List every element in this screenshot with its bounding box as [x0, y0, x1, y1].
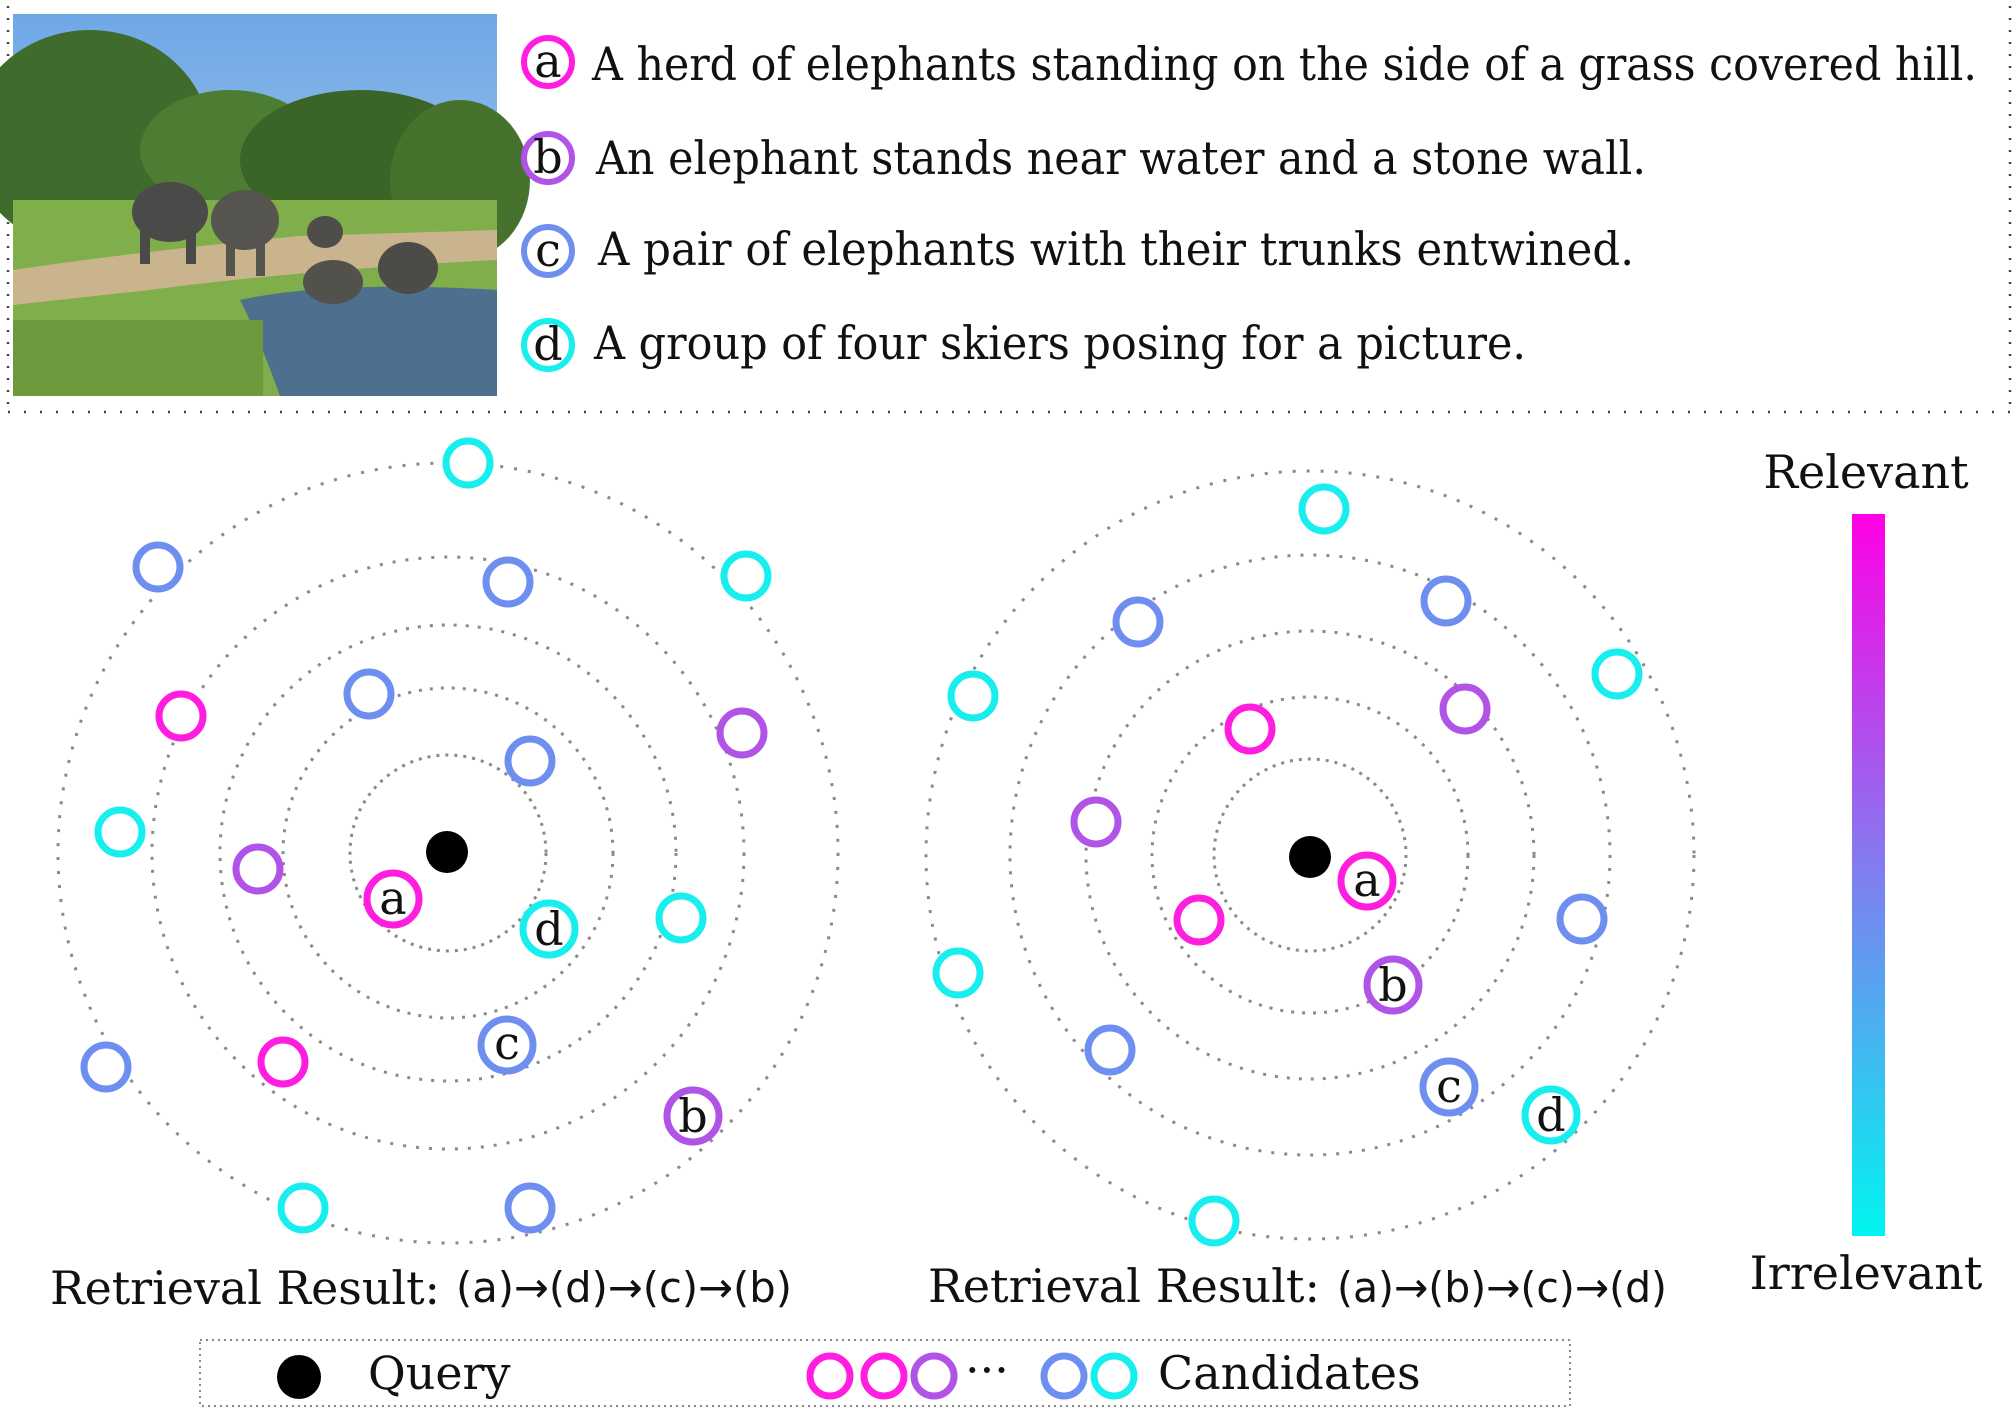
- left-cand-d: [94, 806, 146, 858]
- right-labeled-d: [1521, 1085, 1581, 1145]
- right-cand-b: [1439, 683, 1491, 735]
- legend-candidate-d: [1090, 1352, 1138, 1400]
- left-ring-5: [56, 461, 840, 1245]
- caption-letter-c: c: [535, 223, 561, 277]
- right-retrieval-result: Retrieval Result: (a)→(b)→(c)→(d): [928, 1259, 1667, 1313]
- left-ring-1: [348, 753, 548, 953]
- left-cand-a: [155, 690, 207, 742]
- right-cand-c: [1420, 575, 1472, 627]
- caption-text-d: A group of four skiers posing for a pict…: [593, 316, 1526, 370]
- left-cand-c: [504, 1182, 556, 1234]
- left-label-d: d: [534, 902, 563, 956]
- caption-badge-a: [521, 35, 575, 89]
- caption-text-c: A pair of elephants with their trunks en…: [597, 222, 1634, 276]
- elephants-photo: [0, 14, 530, 396]
- left-ring-4: [150, 555, 746, 1151]
- left-cand-d: [442, 437, 494, 489]
- right-cand-c: [1556, 893, 1608, 945]
- right-cand-d: [1591, 648, 1643, 700]
- legend-ellipsis: ···: [965, 1343, 1009, 1397]
- caption-badge-c: [521, 224, 575, 278]
- left-result-order: (a)→(d)→(c)→(b): [456, 1263, 792, 1312]
- right-labeled-c: [1419, 1057, 1479, 1117]
- left-labeled-c: [477, 1015, 537, 1075]
- left-embedding-space: a d c b: [56, 437, 840, 1245]
- right-cand-c: [1112, 596, 1164, 648]
- right-query-dot: [1289, 836, 1331, 878]
- legend-candidate-b1: [860, 1352, 908, 1400]
- left-cand-d: [720, 550, 772, 602]
- legend-box: [199, 1339, 1571, 1407]
- right-ring-1: [1212, 757, 1408, 953]
- left-cand-d: [277, 1182, 329, 1234]
- left-retrieval-result: Retrieval Result: (a)→(d)→(c)→(b): [50, 1261, 792, 1315]
- legend-query-dot: [277, 1355, 321, 1399]
- left-cand-c: [504, 735, 556, 787]
- left-labeled-b: [663, 1086, 723, 1146]
- right-cand-a: [1224, 703, 1276, 755]
- caption-row-b: b An elephant stands near water and a st…: [521, 130, 1646, 185]
- right-result-label: Retrieval Result:: [928, 1259, 1320, 1313]
- right-label-d: d: [1536, 1088, 1565, 1142]
- right-ring-4: [1008, 553, 1612, 1157]
- relevance-colorbar: Relevant Irrelevant: [1750, 445, 1983, 1300]
- left-cand-b: [716, 707, 768, 759]
- right-cand-a: [1173, 894, 1225, 946]
- right-cand-d: [1188, 1195, 1240, 1247]
- caption-letter-d: d: [533, 317, 562, 371]
- left-cand-a: [257, 1036, 309, 1088]
- right-cand-d: [1298, 483, 1350, 535]
- left-label-a: a: [379, 871, 406, 925]
- right-ring-3: [1084, 629, 1536, 1081]
- left-labeled-d: [519, 899, 579, 959]
- legend-candidate-a: [806, 1352, 854, 1400]
- right-label-c: c: [1436, 1059, 1462, 1113]
- right-result-order: (a)→(b)→(c)→(d): [1337, 1263, 1667, 1312]
- legend-candidate-c: [1040, 1352, 1088, 1400]
- caption-list: a A herd of elephants standing on the si…: [521, 34, 1977, 372]
- right-cand-c: [1084, 1024, 1136, 1076]
- caption-letter-b: b: [533, 130, 562, 184]
- left-label-c: c: [494, 1016, 520, 1070]
- legend: Query ··· Candidates: [199, 1339, 1571, 1407]
- left-cand-c: [132, 541, 184, 593]
- left-cand-b: [232, 843, 284, 895]
- left-cand-c: [482, 556, 534, 608]
- caption-text-a: A herd of elephants standing on the side…: [591, 37, 1977, 91]
- left-label-b: b: [678, 1089, 707, 1143]
- caption-text-b: An elephant stands near water and a ston…: [595, 131, 1646, 185]
- left-ring-3: [218, 623, 678, 1083]
- right-cand-d: [932, 947, 984, 999]
- legend-candidates-label: Candidates: [1158, 1346, 1421, 1400]
- right-embedding-space: a b c d: [924, 469, 1696, 1247]
- right-ring-5: [924, 469, 1696, 1241]
- caption-badge-d: [521, 318, 575, 372]
- right-ring-2: [1150, 695, 1470, 1015]
- colorbar-bottom-label: Irrelevant: [1750, 1246, 1983, 1300]
- legend-candidate-b: [910, 1352, 958, 1400]
- caption-badge-b: [521, 131, 575, 185]
- caption-row-d: d A group of four skiers posing for a pi…: [521, 316, 1526, 372]
- left-cand-c: [343, 668, 395, 720]
- left-cand-c: [80, 1041, 132, 1093]
- caption-letter-a: a: [534, 34, 561, 88]
- right-labeled-b: [1363, 955, 1423, 1015]
- left-ring-2: [281, 686, 615, 1020]
- left-labeled-a: [363, 869, 423, 929]
- colorbar-gradient: [1852, 514, 1885, 1236]
- left-result-label: Retrieval Result:: [50, 1261, 440, 1315]
- colorbar-top-label: Relevant: [1763, 445, 1969, 499]
- right-labeled-a: [1337, 851, 1397, 911]
- left-query-dot: [426, 831, 468, 873]
- caption-row-a: a A herd of elephants standing on the si…: [521, 34, 1977, 91]
- right-label-b: b: [1378, 958, 1407, 1012]
- right-label-a: a: [1353, 853, 1380, 907]
- right-cand-b: [1070, 796, 1122, 848]
- right-cand-d: [947, 670, 999, 722]
- left-cand-d: [655, 892, 707, 944]
- caption-row-c: c A pair of elephants with their trunks …: [521, 222, 1634, 278]
- legend-query-label: Query: [368, 1346, 511, 1400]
